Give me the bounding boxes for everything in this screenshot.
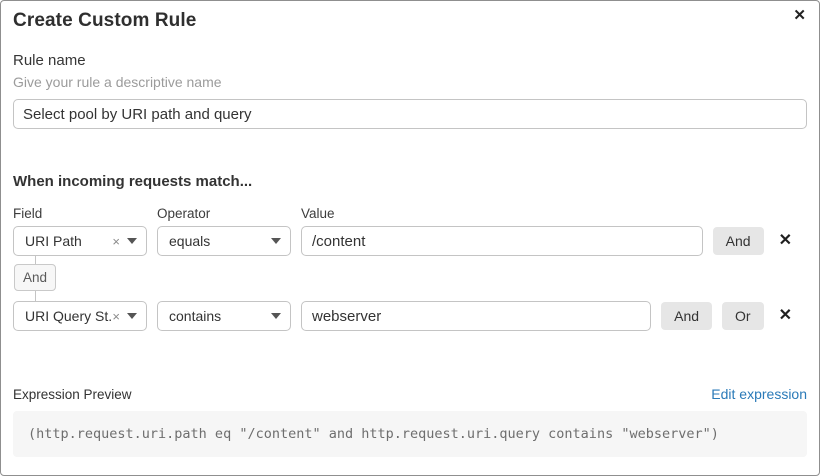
condition-row-1: URI Path × equals And ✕ (13, 226, 807, 256)
field-select[interactable]: URI Path × (13, 226, 147, 256)
expression-preview-label: Expression Preview (13, 387, 132, 402)
operator-column-label: Operator (157, 206, 211, 221)
field-select[interactable]: URI Query St... × (13, 301, 147, 331)
edit-expression-link[interactable]: Edit expression (711, 386, 807, 402)
field-select-value: URI Query St... (25, 308, 113, 324)
clear-icon[interactable]: × (112, 233, 120, 249)
field-column-label: Field (13, 206, 43, 221)
and-button[interactable]: And (661, 302, 713, 330)
caret-down-icon (127, 313, 137, 319)
condition-connector: And (13, 256, 807, 301)
caret-down-icon (127, 238, 137, 244)
value-input[interactable] (301, 301, 652, 331)
value-column-label: Value (301, 206, 335, 221)
and-connector-badge: And (14, 264, 56, 291)
page-title: Create Custom Rule (13, 10, 197, 31)
clear-icon[interactable]: × (112, 308, 120, 324)
value-input[interactable] (301, 226, 703, 256)
rule-name-input[interactable] (13, 99, 807, 129)
caret-down-icon (271, 313, 281, 319)
and-button[interactable]: And (712, 227, 764, 255)
match-heading: When incoming requests match... (13, 173, 253, 190)
expression-preview-header: Expression Preview Edit expression (13, 386, 807, 402)
field-select-value: URI Path (25, 233, 82, 249)
remove-condition-icon[interactable]: ✕ (778, 232, 792, 249)
operator-select-value: contains (169, 308, 222, 324)
rule-name-label: Rule name (13, 52, 86, 69)
rule-name-hint: Give your rule a descriptive name (13, 74, 222, 90)
expression-code: (http.request.uri.path eq "/content" and… (13, 411, 807, 457)
remove-condition-icon[interactable]: ✕ (778, 307, 792, 324)
condition-column-labels: Field Operator Value (13, 206, 807, 221)
operator-select-value: equals (169, 233, 211, 249)
operator-select[interactable]: equals (157, 226, 291, 256)
caret-down-icon (271, 238, 281, 244)
or-button[interactable]: Or (722, 302, 764, 330)
condition-row-2: URI Query St... × contains And Or ✕ (13, 301, 807, 331)
close-icon[interactable]: ✕ (793, 7, 806, 24)
operator-select[interactable]: contains (157, 301, 291, 331)
